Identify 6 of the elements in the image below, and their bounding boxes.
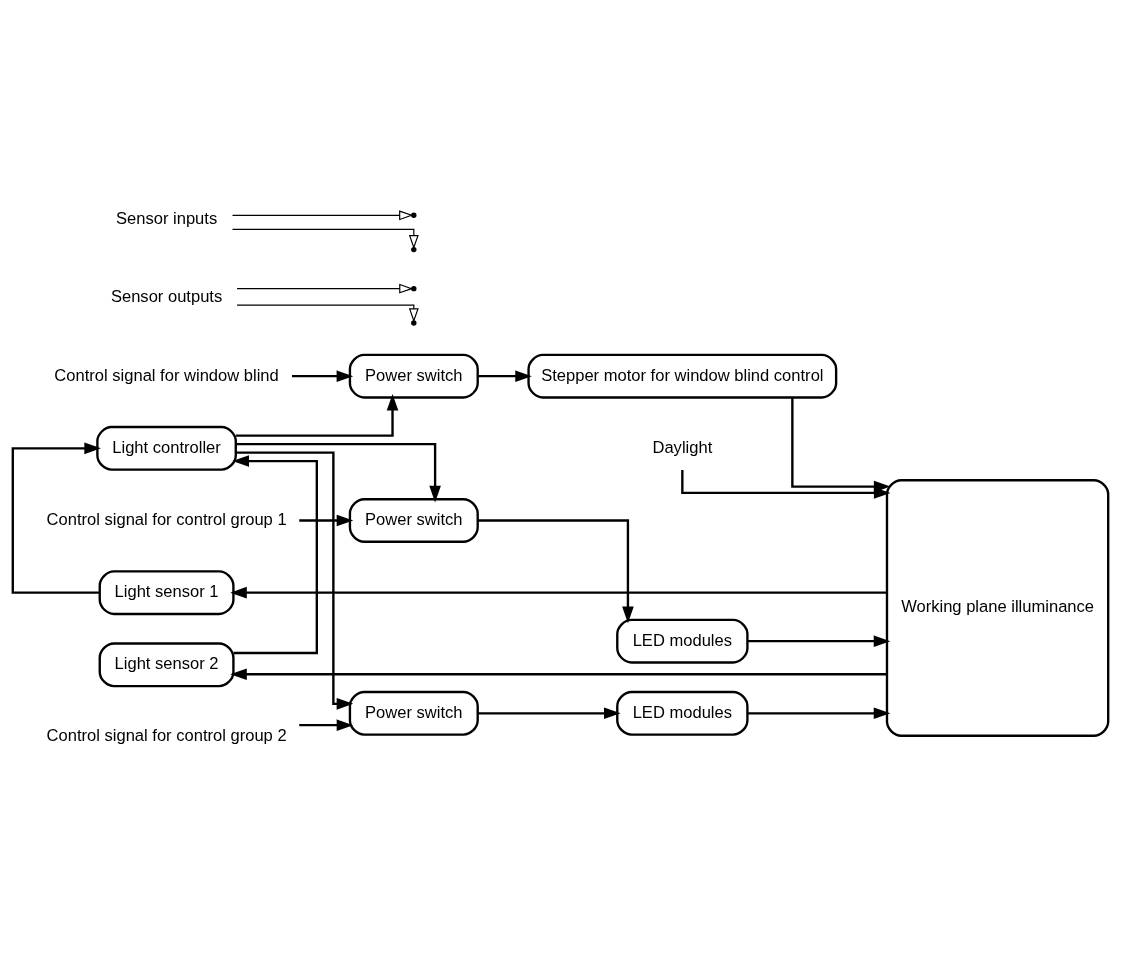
node-text: Control signal for control group 2 [46,726,287,746]
node-text: Control signal for window blind [54,365,279,385]
node-text: Sensor inputs [115,209,218,229]
node-text: Daylight [652,437,713,457]
node-text: Control signal for control group 1 [46,509,287,529]
node-text: Sensor outputs [110,287,223,307]
